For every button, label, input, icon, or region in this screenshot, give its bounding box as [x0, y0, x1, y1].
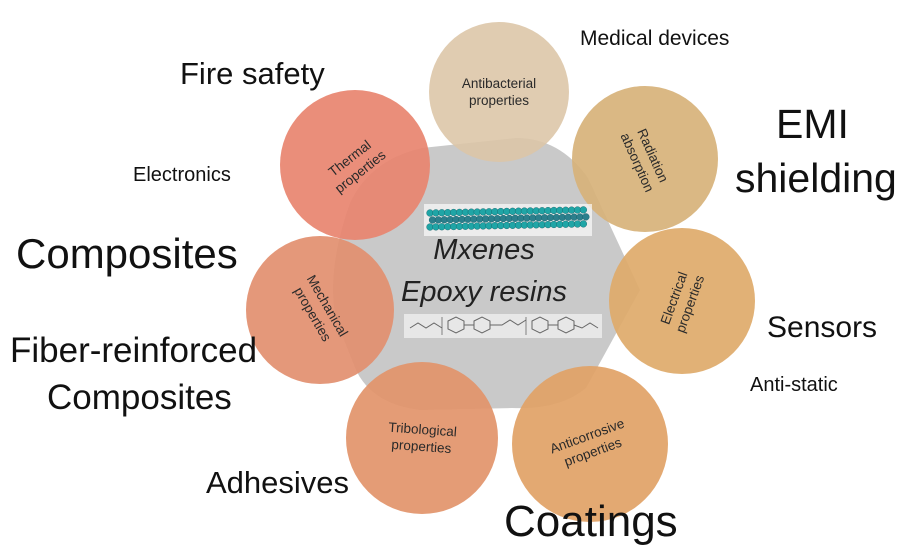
tribological-circle: Tribological properties [346, 362, 498, 514]
electrical-circle: Electrical properties [609, 228, 755, 374]
antibacterial-circle: Antibacterial properties [429, 22, 569, 162]
center-line-1: Mxenes [433, 234, 535, 266]
center-line-2: Epoxy resins [400, 276, 568, 308]
antibacterial-label-line1: Antibacterial [461, 76, 537, 91]
label-sensors: Sensors [767, 311, 878, 344]
label-emi: EMI [776, 101, 849, 147]
epoxy-structure-icon [404, 314, 602, 338]
label-medical-devices: Medical devices [580, 27, 730, 50]
label-coatings: Coatings [504, 497, 678, 546]
anticorrosive-circle: Anticorrosive properties [512, 366, 668, 522]
mechanical-circle: Mechanical properties [246, 236, 394, 384]
label-electronics: Electronics [133, 164, 231, 186]
mxene-nanosheet-icon [424, 204, 592, 236]
label-fire-safety: Fire safety [180, 56, 325, 91]
label-anti-static: Anti-static [750, 374, 838, 396]
thermal-circle: Thermal properties [280, 90, 430, 240]
label-shielding: shielding [735, 155, 897, 201]
radiation-circle: Radiation absorption [572, 86, 718, 232]
label-fiber-reinforced: Fiber-reinforced [10, 331, 258, 370]
label-composites: Composites [16, 230, 238, 277]
label-fiber-composites: Composites [47, 378, 232, 417]
label-adhesives: Adhesives [206, 465, 350, 500]
antibacterial-label-line2: properties [468, 93, 530, 108]
